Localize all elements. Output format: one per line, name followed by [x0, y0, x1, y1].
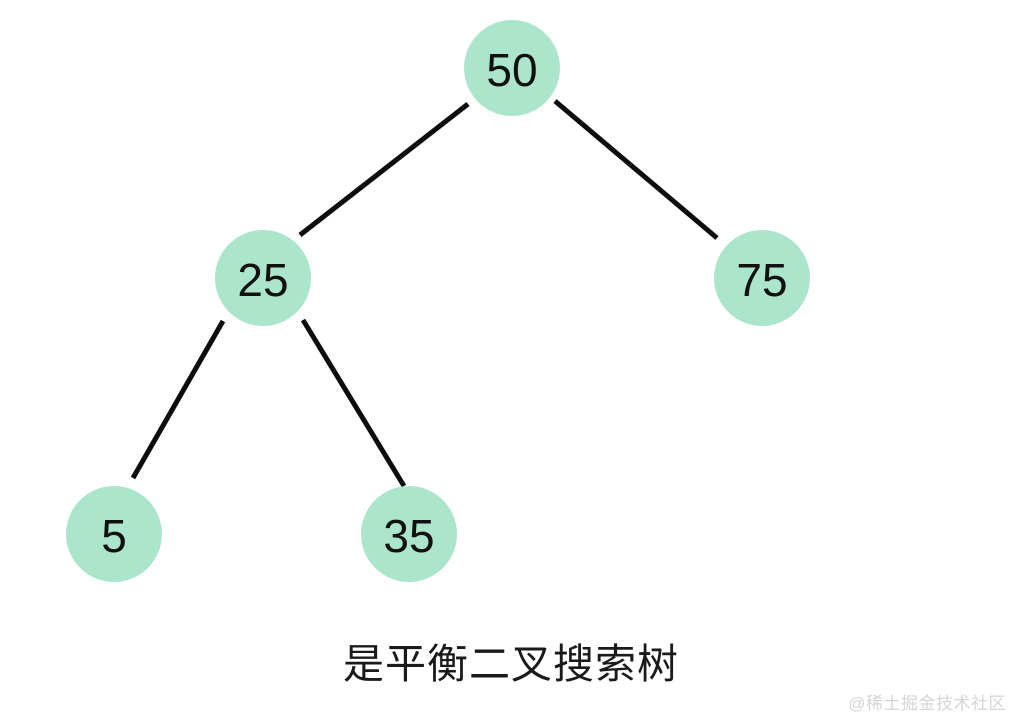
tree-node-root[interactable]: 50 [464, 20, 560, 116]
node-label-50: 50 [486, 44, 537, 96]
node-circle-75[interactable] [714, 230, 810, 326]
tree-node-left-left[interactable]: 5 [66, 486, 162, 582]
node-circle-25[interactable] [215, 230, 311, 326]
node-circle-50[interactable] [464, 20, 560, 116]
node-label-35: 35 [383, 510, 434, 562]
tree-node-left-right[interactable]: 35 [361, 486, 457, 582]
edge-25-35 [300, 318, 407, 488]
diagram-caption: 是平衡二叉搜索树 [343, 641, 679, 687]
edge-50-25 [298, 102, 470, 237]
node-label-75: 75 [736, 254, 787, 306]
tree-node-left[interactable]: 25 [215, 230, 311, 326]
node-label-25: 25 [237, 254, 288, 306]
node-label-5: 5 [101, 510, 127, 562]
node-circle-35[interactable] [361, 486, 457, 582]
watermark-label: @稀土掘金技术社区 [848, 694, 1006, 713]
edge-group [130, 99, 719, 488]
edge-50-75 [553, 99, 719, 240]
node-circle-5[interactable] [66, 486, 162, 582]
node-group: 50 25 75 5 35 [66, 20, 810, 582]
tree-node-right[interactable]: 75 [714, 230, 810, 326]
edge-25-5 [130, 319, 226, 480]
